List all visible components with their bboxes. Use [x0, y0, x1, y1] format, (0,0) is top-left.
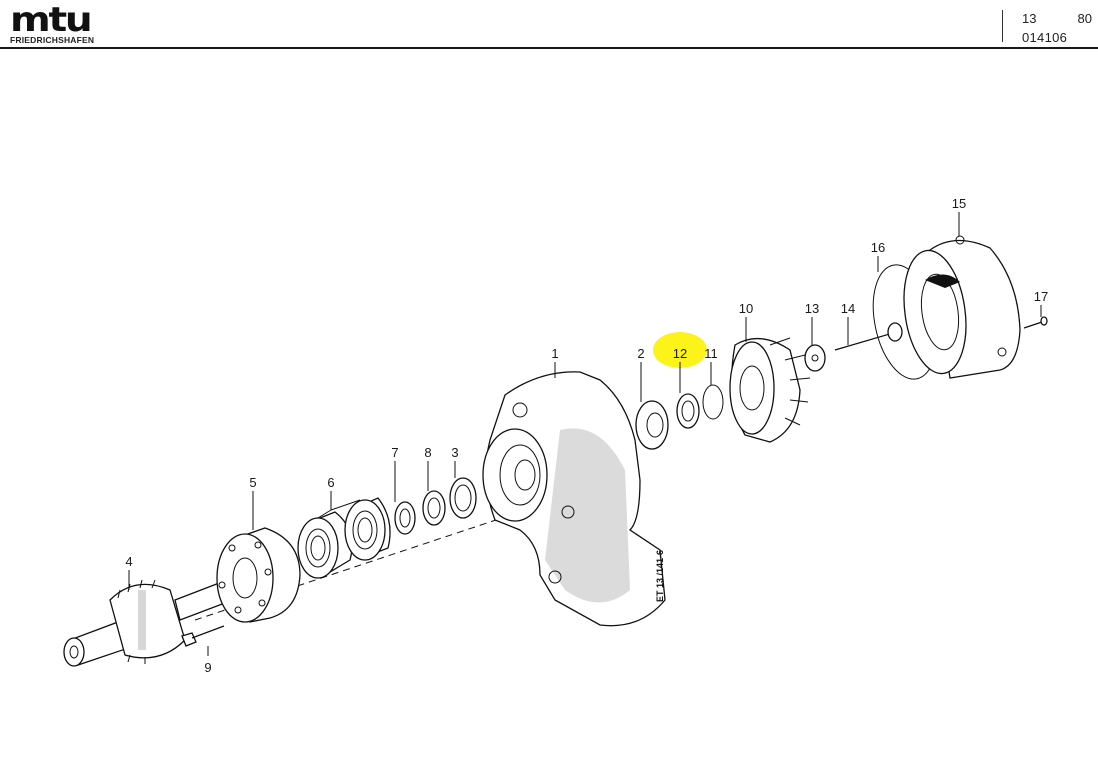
mtu-logo: mtu FRIEDRICHSHAFEN	[10, 3, 95, 45]
part-10-impeller	[729, 337, 811, 443]
part-8-nut	[422, 490, 446, 526]
sheet-group: 13	[1022, 11, 1037, 26]
callout-1: 1	[551, 346, 558, 361]
callout-3: 3	[451, 445, 458, 460]
part-15-pump-cover	[903, 235, 1021, 379]
callout-2: 2	[637, 346, 644, 361]
callout-16: 16	[871, 240, 885, 255]
callout-5: 5	[249, 475, 256, 490]
callout-11: 11	[704, 346, 718, 361]
callout-4: 4	[125, 554, 132, 569]
callout-14: 14	[841, 301, 855, 316]
page-header: mtu FRIEDRICHSHAFEN 13 80 014106	[0, 0, 1098, 50]
document-number: 014106	[1022, 30, 1068, 45]
callout-15: 15	[952, 196, 966, 211]
callout-7: 7	[391, 445, 398, 460]
callout-9: 9	[204, 660, 211, 675]
part-6-bearings	[297, 497, 391, 579]
part-17-screw	[1023, 316, 1048, 329]
part-14-stud-bolt	[834, 322, 903, 351]
callout-6: 6	[327, 475, 334, 490]
part-1-pump-housing	[482, 371, 666, 627]
leader-lines	[128, 212, 1042, 656]
header-rule	[0, 47, 1098, 49]
logo-mark: mtu	[10, 0, 93, 40]
drawing-id-label: ET 13 /141-6	[655, 550, 665, 602]
part-5-flange	[216, 527, 301, 623]
callout-8: 8	[424, 445, 431, 460]
callout-13: 13	[805, 301, 819, 316]
logo-subtitle: FRIEDRICHSHAFEN	[10, 35, 95, 45]
callout-labels: 1 2 12 11 3 4 5 6 7 8 9 10 13 14 15 16 1…	[125, 196, 1048, 675]
callout-12: 12	[673, 346, 687, 361]
part-3-seal-ring	[449, 477, 477, 519]
callout-highlight	[653, 332, 707, 368]
part-9-bolt	[181, 625, 225, 647]
sheet-number: 80	[1077, 11, 1092, 26]
callout-10: 10	[739, 301, 753, 316]
callout-17: 17	[1034, 289, 1048, 304]
part-4-drive-shaft-gear	[63, 574, 247, 667]
sheet-divider	[1002, 10, 1003, 42]
assembly-axis	[194, 511, 521, 621]
part-7-lock-washer	[394, 501, 416, 535]
part-2-slinger	[635, 400, 669, 450]
part-12-mechanical-seal	[676, 393, 700, 429]
sheet-reference: 13 80 014106	[1012, 9, 1092, 47]
part-13-washer	[804, 344, 826, 372]
part-11-o-ring	[702, 384, 724, 420]
